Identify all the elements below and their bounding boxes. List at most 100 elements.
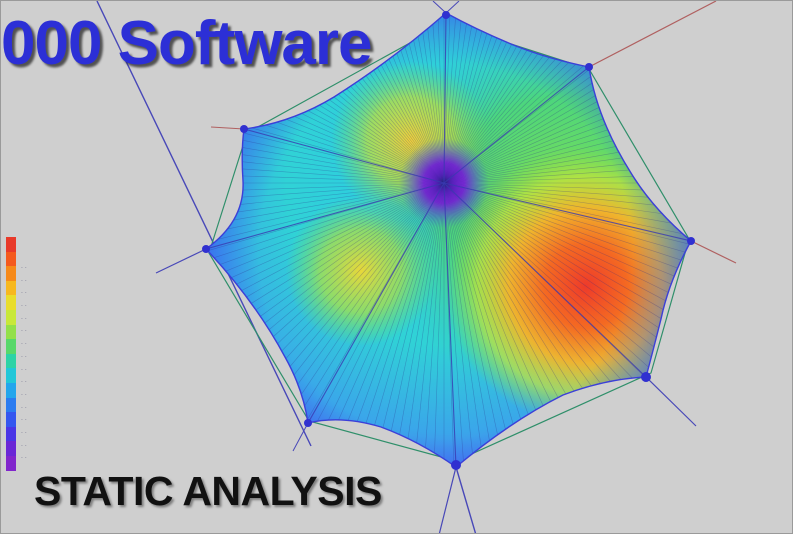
- support-line: [690, 240, 737, 264]
- support-line: [455, 466, 477, 533]
- legend-swatch: [6, 280, 16, 296]
- mesh-line: [206, 182, 445, 226]
- mesh-line: [443, 13, 507, 184]
- mesh-line: [412, 182, 445, 467]
- mesh-line: [443, 13, 638, 184]
- color-scale-legend: [6, 237, 16, 472]
- mesh-line: [443, 13, 645, 184]
- legend-value: · ·: [21, 404, 27, 412]
- mesh-line: [443, 13, 476, 184]
- legend-value: · ·: [21, 353, 27, 361]
- mesh-line: [381, 182, 445, 467]
- legend-swatch: [6, 295, 16, 310]
- mesh-line: [443, 182, 466, 467]
- legend-swatch: [6, 412, 16, 427]
- legend-value: · ·: [21, 341, 27, 349]
- mesh-line: [401, 13, 445, 184]
- mesh-line: [443, 13, 527, 184]
- mesh-line: [443, 182, 687, 360]
- support-line: [432, 1, 447, 14]
- legend-value: · ·: [21, 315, 27, 323]
- mesh-line: [443, 182, 668, 384]
- slide-subtitle: STATIC ANALYSIS: [34, 468, 382, 514]
- legend-swatch: [6, 324, 16, 340]
- mesh-line: [284, 182, 445, 438]
- mesh-line: [401, 182, 445, 467]
- legend-swatch: [6, 251, 16, 267]
- legend-value: · ·: [21, 277, 27, 285]
- mesh-line: [341, 182, 445, 466]
- radial-ridge-lines: [206, 13, 691, 467]
- support-line: [292, 422, 309, 452]
- mesh-line: [443, 182, 691, 343]
- mesh-line: [443, 182, 691, 325]
- legend-swatch: [6, 266, 16, 281]
- mesh-line: [206, 120, 445, 184]
- mesh-line: [206, 151, 445, 184]
- mesh-line: [302, 182, 445, 449]
- mesh-line: [443, 182, 691, 334]
- mesh-line: [443, 13, 613, 184]
- legend-value: · ·: [21, 303, 27, 311]
- legend-value: · ·: [21, 391, 27, 399]
- mesh-line: [443, 13, 547, 184]
- legend-value: · ·: [21, 328, 27, 336]
- mesh-line: [443, 161, 691, 184]
- support-node: [451, 460, 461, 470]
- mesh-line: [443, 13, 557, 184]
- mesh-line: [206, 140, 445, 184]
- legend-value: · ·: [21, 417, 27, 425]
- mesh-line: [206, 130, 445, 184]
- support-node: [304, 419, 312, 427]
- mesh-line: [443, 182, 691, 266]
- mesh-line: [443, 13, 537, 184]
- mesh-line: [443, 182, 691, 226]
- mesh-line: [443, 13, 653, 184]
- support-line: [588, 1, 717, 68]
- legend-swatch: [6, 397, 16, 413]
- mesh-line: [206, 100, 445, 184]
- mesh-line: [443, 182, 487, 467]
- mesh-line: [275, 182, 445, 432]
- support-node: [240, 125, 248, 133]
- mesh-line: [206, 182, 445, 246]
- mesh-line: [443, 13, 576, 184]
- mesh-line: [206, 182, 445, 215]
- mesh-line: [443, 182, 645, 407]
- legend-swatch: [6, 368, 16, 383]
- mesh-line: [443, 13, 661, 184]
- mesh-line: [443, 182, 517, 467]
- mesh-line: [443, 13, 466, 184]
- mesh-line: [206, 182, 445, 236]
- mesh-line: [331, 182, 445, 462]
- mesh-line: [206, 182, 445, 194]
- mesh-line: [443, 182, 691, 352]
- mesh-line: [443, 13, 629, 184]
- legend-swatch: [6, 309, 16, 325]
- support-node: [442, 11, 450, 19]
- mesh-line: [312, 182, 445, 453]
- mesh-line: [412, 13, 445, 184]
- support-line: [210, 126, 245, 130]
- legend-swatch: [6, 353, 16, 369]
- mesh-line: [443, 182, 681, 368]
- mesh-line: [351, 182, 445, 467]
- mesh-line: [443, 13, 517, 184]
- support-node: [641, 372, 651, 382]
- legend-value: · ·: [21, 290, 27, 298]
- support-line: [645, 376, 697, 427]
- mesh-line: [443, 13, 487, 184]
- legend-values: · · · · · · · · · · · · · · · · · · · · …: [21, 263, 69, 466]
- mesh-line: [443, 13, 586, 184]
- mesh-line: [422, 13, 445, 184]
- mesh-line: [433, 13, 445, 184]
- support-node: [687, 237, 695, 245]
- mesh-line: [206, 172, 445, 184]
- support-node: [202, 245, 210, 253]
- mesh-line: [321, 182, 445, 458]
- mesh-line: [443, 151, 691, 184]
- mesh-line: [206, 161, 445, 184]
- legend-swatch: [6, 382, 16, 398]
